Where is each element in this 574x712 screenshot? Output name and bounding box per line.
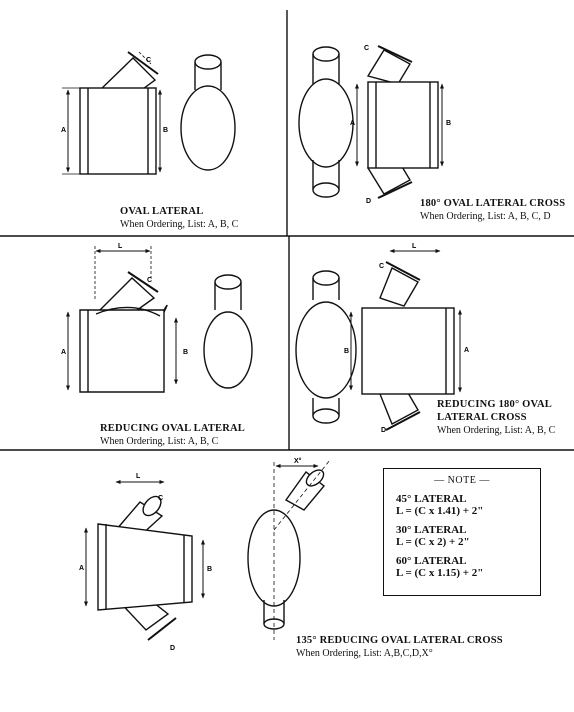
reducing-oval-lateral-drawing xyxy=(66,246,253,393)
caption-title: REDUCING OVAL LATERAL xyxy=(100,423,246,434)
dim-d-label: D xyxy=(366,198,371,205)
dim-c-label: C xyxy=(158,495,163,502)
note-heading: — NOTE — xyxy=(434,475,490,486)
panel-dividers xyxy=(0,10,574,451)
note-30-formula: L = (C x 2) + 2" xyxy=(396,536,470,548)
caption-order: When Ordering, List: A,B,C,D,X° xyxy=(296,648,433,659)
caption-order: When Ordering, List: A, B, C xyxy=(120,219,239,230)
dim-a-label: A xyxy=(464,347,469,354)
dim-c-label: C xyxy=(364,45,369,52)
caption-oval-lateral: OVAL LATERAL When Ordering, List: A, B, … xyxy=(120,205,238,231)
caption-order: When Ordering, List: A, B, C, D xyxy=(420,211,551,222)
dim-b-label: B xyxy=(344,348,349,355)
dim-a-label: A xyxy=(79,565,84,572)
dim-b-label: B xyxy=(183,349,188,356)
dim-c-label: C xyxy=(147,277,152,284)
dim-x-label: X° xyxy=(294,457,302,465)
dim-b-label: B xyxy=(163,127,168,134)
dim-b-label: B xyxy=(207,566,212,573)
caption-title: OVAL LATERAL xyxy=(120,206,204,217)
caption-135-reducing-cross: 135° REDUCING OVAL LATERAL CROSS When Or… xyxy=(296,634,503,660)
caption-reducing-oval-lateral: REDUCING OVAL LATERAL When Ordering, Lis… xyxy=(100,422,245,448)
note-box: — NOTE — 45° LATERAL L = (C x 1.41) + 2"… xyxy=(383,468,541,596)
caption-title: 135° REDUCING OVAL LATERAL CROSS xyxy=(296,635,503,646)
caption-order: When Ordering, List: A, B, C xyxy=(437,425,556,436)
dim-c-label: C xyxy=(146,57,151,64)
note-45-formula: L = (C x 1.41) + 2" xyxy=(396,505,484,517)
dim-a-label: A xyxy=(350,120,355,127)
oval-lateral-drawing xyxy=(62,51,236,175)
caption-title: REDUCING 180° OVAL xyxy=(437,399,552,410)
note-30-title: 30° LATERAL xyxy=(396,524,467,536)
caption-order: When Ordering, List: A, B, C xyxy=(100,436,219,447)
oval-lateral-cross-drawing xyxy=(298,45,444,199)
dim-b-label: B xyxy=(446,120,451,127)
reducing-135-cross-drawing xyxy=(84,459,331,641)
note-60-formula: L = (C x 1.15) + 2" xyxy=(396,567,484,579)
caption-reducing-oval-lateral-cross: REDUCING 180° OVAL LATERAL CROSS When Or… xyxy=(437,398,555,437)
dim-c-label: C xyxy=(379,263,384,270)
dim-l-label: L xyxy=(136,473,141,480)
dim-d-label: D xyxy=(170,645,175,652)
dim-a-label: A xyxy=(61,127,66,134)
dim-d-label: D xyxy=(381,427,386,434)
dim-a-label: A xyxy=(61,349,66,356)
caption-oval-lateral-cross: 180° OVAL LATERAL CROSS When Ordering, L… xyxy=(420,197,565,223)
caption-title-line2: LATERAL CROSS xyxy=(437,412,527,423)
dim-l-label: L xyxy=(412,243,417,250)
caption-title: 180° OVAL LATERAL CROSS xyxy=(420,198,566,209)
note-60-title: 60° LATERAL xyxy=(396,555,467,567)
reducing-oval-lateral-cross-drawing xyxy=(295,249,462,431)
note-45-title: 45° LATERAL xyxy=(396,493,467,505)
dim-l-label: L xyxy=(118,243,123,250)
